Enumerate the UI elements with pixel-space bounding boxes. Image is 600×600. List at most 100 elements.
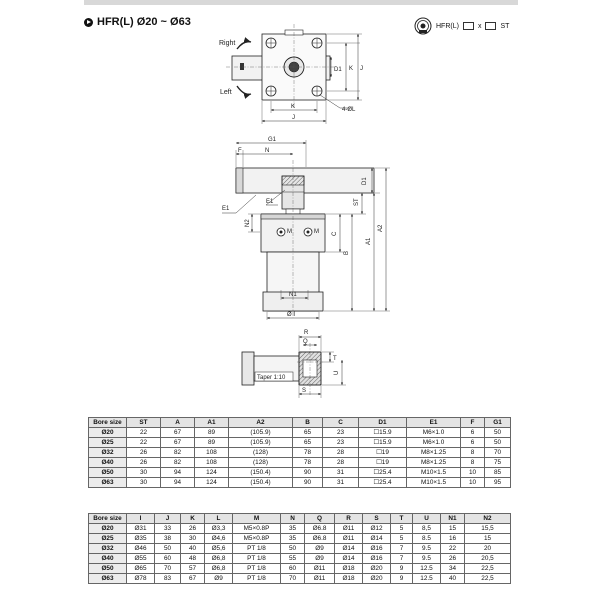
top-view-dim-j-vertical: J: [360, 66, 363, 72]
table-cell: 82: [160, 447, 195, 458]
right-label: Right: [219, 40, 235, 47]
bore-size-cell: Ø32: [88, 447, 127, 458]
table-cell: Ø6,8: [204, 553, 233, 564]
table-cell: 15: [440, 523, 465, 534]
table1-header: A: [160, 417, 195, 428]
table-cell: 83: [154, 573, 181, 584]
table-cell: 124: [194, 467, 229, 478]
bore-size-cell: Ø25: [88, 533, 127, 544]
table-cell: 89: [194, 437, 229, 448]
table1-header: E1: [406, 417, 461, 428]
top-view-dim-hole: 4-ØL: [342, 107, 356, 113]
table-cell: 6: [460, 427, 485, 438]
table-cell: 65: [292, 427, 323, 438]
table1-header: C: [322, 417, 359, 428]
model-code-suffix: ST: [500, 22, 510, 30]
table-cell: 70: [484, 447, 511, 458]
table2-header: N2: [464, 513, 511, 524]
table-cell: 67: [180, 573, 205, 584]
top-divider-bar: [84, 0, 518, 5]
table-cell: Ø14: [334, 543, 363, 554]
table2-header: N1: [440, 513, 465, 524]
bore-size-cell: Ø32: [88, 543, 127, 554]
table-cell: Ø6.8: [304, 533, 335, 544]
table-cell: Ø11: [304, 573, 335, 584]
table-cell: Ø9: [304, 553, 335, 564]
bore-size-cell: Ø40: [88, 457, 127, 468]
table-cell: 82: [160, 457, 195, 468]
model-code-box-1: [462, 22, 474, 30]
table-cell: 30: [126, 477, 161, 488]
port-m-left: M: [287, 229, 292, 235]
table2-header: K: [180, 513, 205, 524]
table-cell: 8.5: [412, 533, 441, 544]
table-cell: 90: [292, 467, 323, 478]
table-cell: 23: [322, 427, 359, 438]
table-cell: Ø31: [126, 523, 155, 534]
spec-table-2-header-row: Bore size I J K L M N Q R S T U N1 N2: [88, 513, 511, 524]
table-cell: Ø35: [126, 533, 155, 544]
table-cell: Ø78: [126, 573, 155, 584]
table2-header: Bore size: [88, 513, 127, 524]
rotate-left-arrow-icon: [236, 85, 252, 99]
table-cell: 22: [126, 427, 161, 438]
table-cell: 5: [390, 533, 413, 544]
table-cell: 95: [484, 477, 511, 488]
detail-view: R Q T U S Taper 1:10: [241, 330, 346, 398]
table-cell: 50: [484, 427, 511, 438]
table-cell: ☐25.4: [358, 467, 407, 478]
table-cell: 70: [154, 563, 181, 574]
table-cell: Ø12: [362, 523, 391, 534]
table-cell: Ø5,6: [204, 543, 233, 554]
table-cell: 10: [460, 477, 485, 488]
bore-size-cell: Ø20: [88, 427, 127, 438]
table-cell: M8×1.25: [406, 457, 461, 468]
table-cell: 23: [322, 437, 359, 448]
table-cell: 22: [440, 543, 465, 554]
table-cell: 94: [160, 467, 195, 478]
port-m-right: M: [314, 229, 319, 235]
spec-table-1-header-row: Bore size ST A A1 A2 B C D1 E1 F G1: [88, 417, 511, 428]
table-cell: Ø3,3: [204, 523, 233, 534]
bore-size-cell: Ø25: [88, 437, 127, 448]
table-cell: 26: [180, 523, 205, 534]
table-cell: 65: [292, 437, 323, 448]
table-cell: Ø6.8: [304, 523, 335, 534]
table-cell: (128): [228, 457, 293, 468]
table-cell: (128): [228, 447, 293, 458]
table-cell: 85: [484, 467, 511, 478]
table-cell: Ø14: [334, 553, 363, 564]
table-cell: Ø9: [304, 543, 335, 554]
table-cell: ☐19: [358, 447, 407, 458]
table-cell: Ø6,8: [204, 563, 233, 574]
table-cell: 34: [440, 563, 465, 574]
table-cell: 28: [322, 447, 359, 458]
table1-header: F: [460, 417, 485, 428]
table-cell: 9.5: [412, 543, 441, 554]
table-cell: 40: [440, 573, 465, 584]
arrow-bullet-icon: [84, 17, 93, 27]
table-cell: 67: [160, 437, 195, 448]
bore-size-cell: Ø50: [88, 467, 127, 478]
table-cell: 60: [280, 563, 305, 574]
table-cell: 35: [280, 533, 305, 544]
table-cell: 90: [292, 477, 323, 488]
table-cell: 67: [160, 427, 195, 438]
table-cell: 26: [126, 447, 161, 458]
top-view-dim-j: J: [292, 115, 295, 121]
detail-dim-q: Q: [303, 339, 308, 345]
table-cell: 33: [154, 523, 181, 534]
detail-dim-s: S: [302, 388, 306, 394]
table2-header: Q: [304, 513, 335, 524]
table1-header: ST: [126, 417, 161, 428]
table1-header: A1: [194, 417, 229, 428]
bore-size-cell: Ø20: [88, 523, 127, 534]
